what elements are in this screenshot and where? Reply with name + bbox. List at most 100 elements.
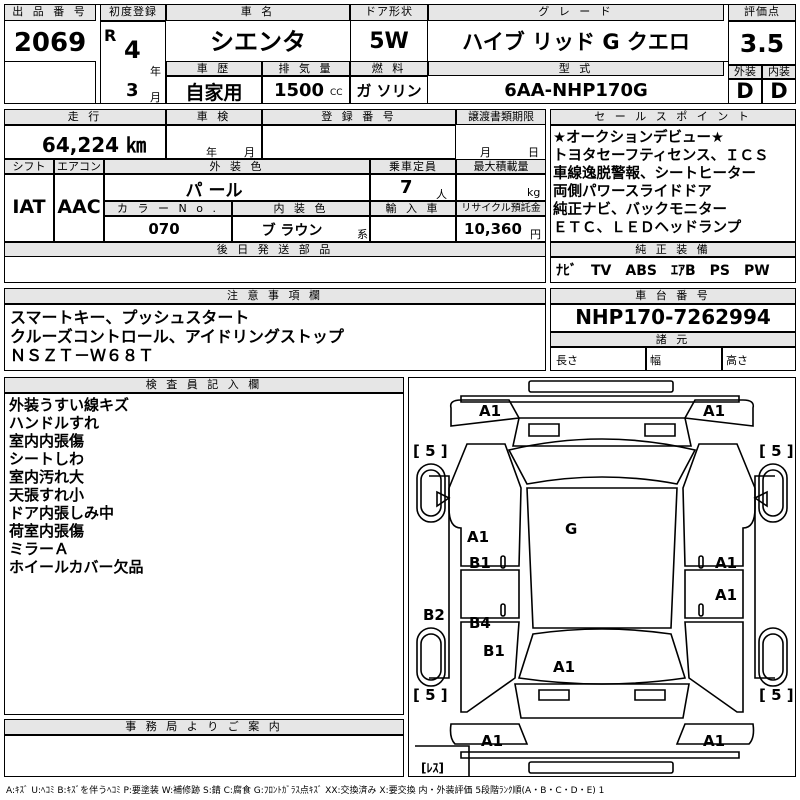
interior-color-label: 内 装 色 xyxy=(232,201,370,216)
width-label: 幅 xyxy=(650,354,661,367)
reg-month-unit: 月 xyxy=(150,91,161,104)
score-label: 評価点 xyxy=(728,4,796,21)
height-cell xyxy=(722,347,796,371)
int-grade: D xyxy=(770,79,788,103)
sales-point-item: 両側パワースライドドア xyxy=(553,184,712,200)
import-label: 輸 入 車 xyxy=(370,201,456,216)
cc-unit: CC xyxy=(330,88,343,98)
length-label: 長さ xyxy=(556,354,578,367)
height-label: 高さ xyxy=(726,354,748,367)
chassis-label: 車 台 番 号 xyxy=(550,288,796,304)
inspection-cell xyxy=(166,125,262,159)
door-cell xyxy=(350,21,428,61)
mark-front-left: A1 xyxy=(479,402,501,420)
sales-point-item: トヨタセーフティセンス、ＩＣＳ xyxy=(553,148,769,164)
mark-left-rear-door: B4 xyxy=(469,614,491,632)
color-cell xyxy=(104,174,370,201)
color-label: 外 装 色 xyxy=(104,159,370,174)
mileage-label: 走 行 xyxy=(4,109,166,125)
inspector-item: ハンドルすれ xyxy=(9,414,100,432)
capacity-label: 乗車定員 xyxy=(370,159,456,174)
chassis-cell xyxy=(550,304,796,332)
grade: ハイブ リッド G クエロ xyxy=(462,30,690,54)
reg-number-cell xyxy=(262,125,456,159)
first-registration-label: 初度登録 xyxy=(100,4,166,21)
model: 6AA-NHP170G xyxy=(504,80,648,101)
displacement: 1500 xyxy=(273,80,325,101)
shift-label: シフト xyxy=(4,159,54,174)
tire-top-right: [ 5 ] xyxy=(759,442,794,460)
history-label: 車 歴 xyxy=(166,61,262,76)
sales-points-label: セ ー ル ス ポ イ ン ト xyxy=(550,109,796,125)
fuel-cell xyxy=(350,76,428,104)
mark-right-rear-door: A1 xyxy=(715,586,737,604)
inspection-month: 月 xyxy=(244,146,255,159)
load-label: 最大積載量 xyxy=(456,159,546,174)
inspection-year: 年 xyxy=(206,146,217,159)
sales-point-item: 純正ナビ、バックモニター xyxy=(553,202,727,218)
int-grade-label: 内装 xyxy=(762,65,796,79)
capacity: 7 xyxy=(400,177,413,198)
aircon-cell xyxy=(54,174,104,242)
ext-grade: D xyxy=(736,79,754,103)
transfer-month: 月 xyxy=(480,146,491,159)
mark-roof: G xyxy=(565,520,577,538)
mark-left-front-door-b: B1 xyxy=(469,554,491,572)
mark-left-quarter: B1 xyxy=(483,642,505,660)
aircon: AAC xyxy=(57,196,101,218)
aircon-label: エアコン xyxy=(54,159,104,174)
inspector-label: 検 査 員 記 入 欄 xyxy=(4,377,404,393)
sales-point-item: ＥＴＣ、ＬＥＤヘッドランプ xyxy=(553,220,742,236)
recycle-unit: 円 xyxy=(530,228,541,241)
inspector-item: ドア内張しみ中 xyxy=(9,504,115,522)
sales-point-item: 車線逸脱警報、シートヒーター xyxy=(553,166,756,182)
factory-equipment-cell xyxy=(550,257,796,283)
score: 3.5 xyxy=(739,29,785,58)
spare-tire: [ﾚｽ] xyxy=(421,761,444,775)
mark-rear-left: A1 xyxy=(481,732,503,750)
recycle-fee: 10,360 xyxy=(464,220,522,238)
grade-label: グ レ ー ド xyxy=(428,4,724,21)
shift: IAT xyxy=(12,196,46,218)
lot-number-label: 出 品 番 号 xyxy=(4,4,96,21)
inspector-item: 外装うすい線キズ xyxy=(9,396,130,414)
reg-year: 4 xyxy=(124,36,141,64)
reg-number-label: 登 録 番 号 xyxy=(262,109,456,125)
capacity-unit: 人 xyxy=(436,188,447,201)
interior-color-cell xyxy=(232,216,370,242)
color: パ ール xyxy=(185,181,243,201)
history-cell xyxy=(166,76,262,104)
load-unit: kg xyxy=(527,186,541,199)
car-name-label: 車 名 xyxy=(166,4,350,21)
sales-point-item: ★オークションデビュー★ xyxy=(553,130,724,146)
door-type: 5W xyxy=(369,29,409,54)
office-box xyxy=(4,735,404,777)
inspector-item: シートしわ xyxy=(9,450,85,468)
int-grade-cell xyxy=(762,79,796,104)
color-number-cell xyxy=(104,216,232,242)
model-label: 型 式 xyxy=(428,61,724,76)
reg-month: 3 xyxy=(126,80,139,101)
lot-number: 2069 xyxy=(13,28,87,58)
factory-equipment: ﾅﾋﾞ TV ABS ｴｱB PS PW xyxy=(556,263,770,279)
interior-color: ブ ラウン xyxy=(261,223,323,239)
inspector-list: 外装うすい線キズハンドルすれ室内内張傷シートしわ室内汚れ大天張すれ小ドア内張しみ… xyxy=(9,396,144,576)
mileage: 64,224 ㎞ xyxy=(41,133,147,157)
mileage-cell xyxy=(4,125,166,159)
recycle-cell xyxy=(456,216,546,242)
score-cell xyxy=(728,21,796,65)
fuel-label: 燃 料 xyxy=(350,61,428,76)
mark-front-right: A1 xyxy=(703,402,725,420)
width-cell xyxy=(646,347,722,371)
import-cell xyxy=(370,216,456,242)
lot-number-bottom-cell xyxy=(4,61,96,104)
car-name: シエンタ xyxy=(210,28,306,56)
legend: A:ｷｽﾞ U:ﾍｺﾐ B:ｷｽﾞを伴うﾍｺﾐ P:要塗装 W:補修跡 S:錆 … xyxy=(6,786,605,796)
notes-line: クルーズコントロール、アイドリングストップ xyxy=(10,327,344,346)
mark-right-front-door: A1 xyxy=(715,554,737,572)
notes-box xyxy=(4,304,546,371)
era: R xyxy=(104,26,117,45)
spec-label: 諸 元 xyxy=(550,332,796,347)
displacement-label: 排 気 量 xyxy=(262,61,350,76)
mark-left-sill: B2 xyxy=(423,606,445,624)
